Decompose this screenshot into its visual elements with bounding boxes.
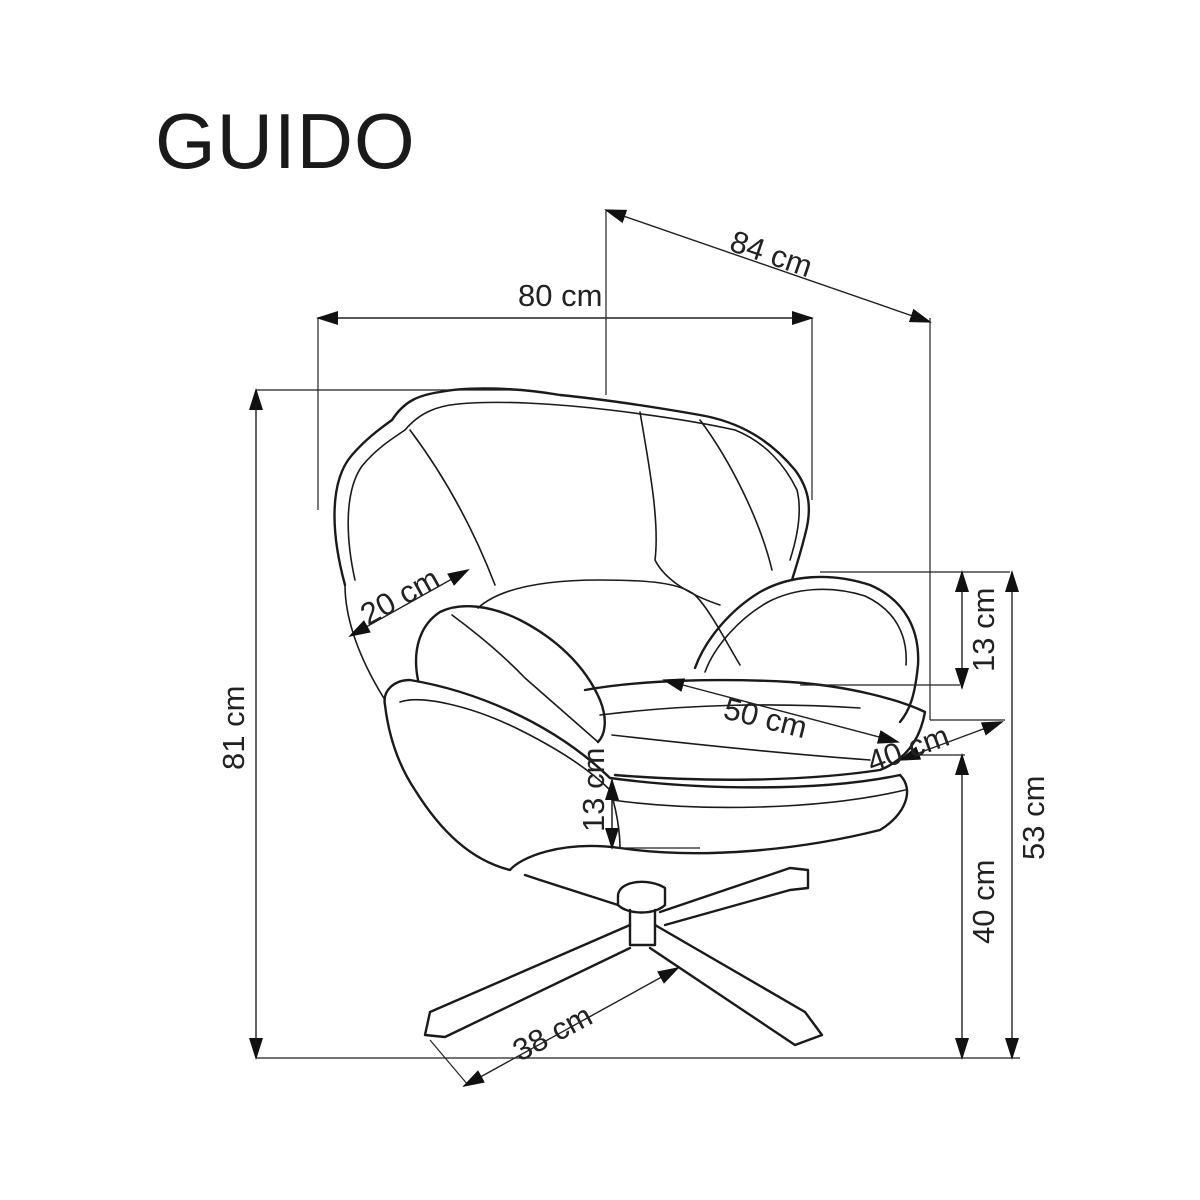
shell-left-edge [344,584,386,701]
label-20cm: 20 cm [354,561,445,633]
base-leg-back-right [658,866,810,927]
label-50cm: 50 cm [720,691,810,745]
label-13cm-arm: 13 cm [966,588,1001,672]
dim-line-50 [662,678,900,744]
front-shell [383,678,909,872]
dim-line-20 [348,569,470,637]
swivel-stem [628,908,657,947]
shell-inner-outline [347,401,800,581]
back-seam-mid [639,411,721,606]
label-13cm-seat: 13 cm [576,748,611,832]
left-pillow [414,604,606,744]
label-40cm-height: 40 cm [966,860,1001,944]
back-seam-right [699,419,773,571]
right-armrest-inner [704,588,907,673]
label-40cm-seat: 40 cm [862,718,953,780]
front-shell-rim [611,789,906,809]
left-pillow-seam [451,614,599,743]
label-80cm: 80 cm [518,278,602,313]
product-title: GUIDO [155,97,416,185]
base-leg-front-right [648,923,824,1047]
right-armrest [693,575,920,724]
shell-outline [333,387,811,587]
back-cushion [477,579,741,666]
label-81cm: 81 cm [216,686,251,770]
back-seam-left [409,429,496,586]
dim-line-40-seat [898,721,1004,761]
seat-cushion-front [611,734,871,761]
dimension-lines [249,209,1019,1087]
chair-drawing [333,387,927,1047]
label-84cm: 84 cm [726,224,817,285]
base-leg-back-left [523,873,620,907]
dimension-labels: 84 cm 80 cm 81 cm 20 cm 13 cm 50 cm 40 c… [216,224,1051,1069]
base-leg-front-left [423,923,632,1039]
swivel-column [616,880,667,914]
dim-line-84 [604,209,932,323]
dim-line-38 [462,967,680,1087]
label-53cm: 53 cm [1016,776,1051,860]
